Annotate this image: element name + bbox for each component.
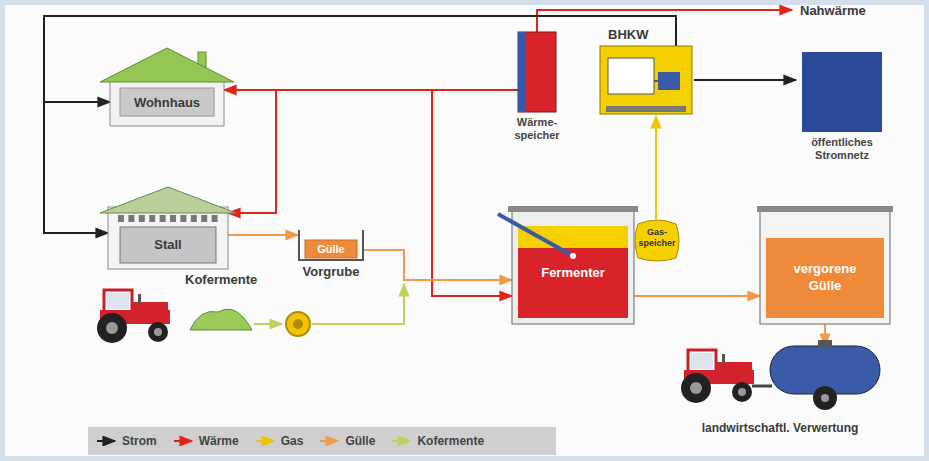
flow-arrow — [228, 234, 298, 236]
kofermente-line — [310, 284, 404, 324]
flow-arrow — [634, 295, 760, 297]
node-text: Stall — [120, 232, 216, 258]
kofermente-line — [254, 323, 282, 325]
node-text: Wohnhaus — [120, 92, 214, 114]
legend-text: Kofermente — [417, 434, 484, 448]
power-grid: öffentliches Stromnetz — [796, 48, 888, 162]
legend-text: Gülle — [345, 434, 375, 448]
legend-item: Wärme — [173, 434, 239, 448]
chp-unit: BHKW — [598, 24, 694, 116]
legend-text: Strom — [122, 434, 157, 448]
node-text: öffentliches Stromnetz — [796, 136, 888, 162]
legend-item: Kofermente — [391, 434, 484, 448]
barn: Stall — [100, 183, 236, 269]
heat-storage: Wärme- speicher — [506, 30, 568, 142]
node-text: Vorgrube — [296, 264, 366, 280]
legend-sample — [96, 436, 118, 446]
flow-arrow — [44, 16, 676, 233]
heap — [190, 309, 252, 330]
gas-storage: Gas- speicher — [634, 218, 680, 262]
node-text: Gülle — [296, 240, 366, 258]
node-text: landwirtschaftl. Verwertung — [660, 420, 900, 436]
legend-item: Gülle — [319, 434, 375, 448]
cosubstrate-label: Kofermente — [185, 272, 257, 288]
node-text: Fermenter — [512, 262, 634, 284]
legend-sample — [391, 436, 413, 446]
pre-pit: GülleVorgrube — [296, 222, 366, 282]
flow-arrow — [694, 79, 796, 81]
legend-sample — [255, 436, 277, 446]
legend-text: Wärme — [199, 434, 239, 448]
field-use: landwirtschaftl. Verwertung — [660, 336, 900, 440]
flow-arrow — [432, 90, 518, 296]
legend-text: Gas — [281, 434, 304, 448]
node-text: vergorene Gülle — [782, 260, 868, 294]
house: Wohnhaus — [100, 46, 234, 126]
legend-sample — [319, 436, 341, 446]
heat-line — [537, 10, 792, 32]
digestate-tank: vergorene Gülle — [760, 210, 890, 324]
shredder — [286, 312, 310, 336]
house-shape — [100, 46, 234, 126]
node-text: Gas- speicher — [635, 227, 679, 249]
flow-arrow — [228, 90, 518, 213]
tractor — [97, 290, 170, 343]
heat-label: Nahwärme — [800, 3, 866, 19]
flow-arrow — [655, 116, 657, 219]
barn-shape — [100, 183, 236, 269]
legend: Strom Wärme Gas Gülle Kofermente — [96, 427, 484, 455]
flow-arrow — [363, 250, 512, 280]
node-text: BHKW — [608, 26, 694, 44]
legend-sample — [173, 436, 195, 446]
legend-item: Gas — [255, 434, 304, 448]
legend-item: Strom — [96, 434, 157, 448]
node-text: Wärme- speicher — [506, 116, 568, 142]
fermenter: Fermenter — [512, 210, 634, 324]
